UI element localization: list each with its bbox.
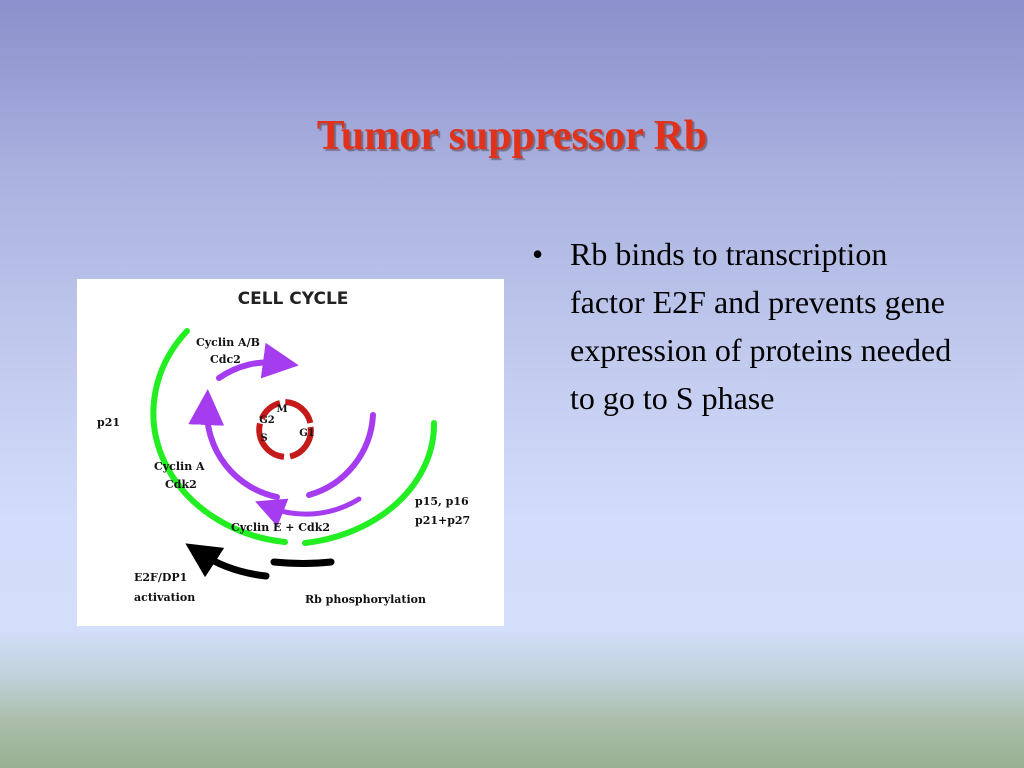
phase-label-m: M [276, 404, 287, 415]
inhibitor-arcs [150, 328, 438, 546]
phase-ring [256, 399, 314, 460]
label-p21-p27: p21+p27 [415, 514, 470, 527]
phase-ring-segment-s [256, 422, 285, 460]
phase-label-g2: G2 [259, 415, 275, 426]
diagram-title: CELL CYCLE [238, 289, 349, 309]
inhibitor-arc-left [150, 328, 288, 545]
cell-cycle-svg: CELL CYCLE M G2 S G1 Cycli [97, 289, 470, 606]
bullet-list: • Rb binds to transcription factor E2F a… [528, 230, 968, 422]
label-cdc2: Cdc2 [210, 353, 241, 366]
bullet-marker: • [532, 236, 544, 272]
phase-ring-segment-g2 [259, 400, 281, 421]
rb-arrows [185, 543, 335, 580]
rb-arrow-long [185, 543, 270, 580]
phase-ring-segment-m [284, 399, 314, 424]
label-rb-phosphorylation: Rb phosphorylation [305, 593, 426, 606]
label-p15-p16: p15, p16 [415, 495, 469, 508]
phase-label-g1: G1 [299, 428, 315, 439]
label-cyclin-a: Cyclin A [154, 460, 205, 473]
cell-cycle-diagram: CELL CYCLE M G2 S G1 Cycli [77, 279, 504, 626]
label-p21: p21 [97, 416, 120, 429]
cyclin-arrows [188, 342, 376, 527]
cyclin-e-arrow [255, 496, 362, 527]
rb-arrow-short [270, 558, 335, 567]
cyclin-arc-g1 [306, 412, 376, 498]
cyclin-arc-s [188, 389, 280, 500]
label-e2f-dp1: E2F/DP1 [134, 571, 187, 584]
phase-label-s: S [260, 433, 267, 444]
label-cyclin-e-cdk2: Cyclin E + Cdk2 [231, 521, 330, 534]
cyclin-arc-g2-m [216, 342, 299, 381]
phase-ring-segment-g1 [289, 426, 314, 460]
label-cyclin-ab: Cyclin A/B [196, 336, 260, 349]
label-activation: activation [134, 591, 195, 604]
inhibitor-arc-right [302, 420, 438, 546]
label-cdk2: Cdk2 [165, 478, 197, 491]
slide-title: Tumor suppressor Rb [316, 113, 708, 159]
bullet-item: • Rb binds to transcription factor E2F a… [528, 230, 968, 422]
bullet-text: Rb binds to transcription factor E2F and… [570, 236, 952, 416]
